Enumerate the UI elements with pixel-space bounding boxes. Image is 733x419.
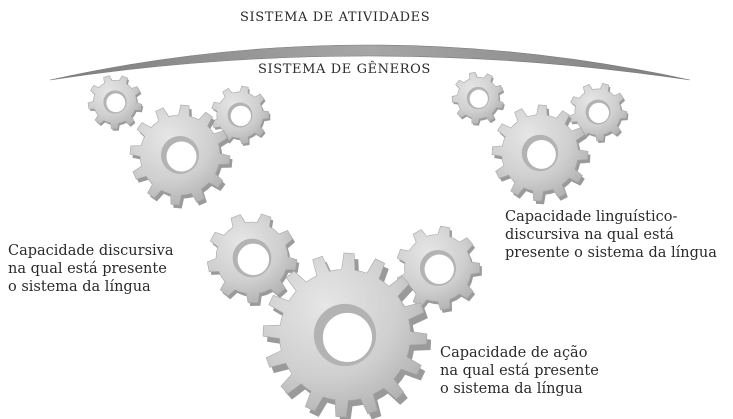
capacity-linguistic-line-3: presente o sistema da língua — [505, 245, 717, 261]
gear-top-left-small-b-hole — [230, 105, 252, 127]
gear-top-right-main — [491, 104, 591, 205]
capacity-action-line-3: o sistema da língua — [440, 381, 583, 397]
gear-top-left-small-a — [87, 75, 144, 131]
capacity-discursive-label: Capacidade discursiva na qual está prese… — [8, 242, 174, 296]
capacity-linguistic-line-2: discursiva na qual está — [505, 227, 674, 243]
gears-cluster-linguistic — [451, 71, 629, 205]
gears-cluster-discursive — [87, 75, 271, 209]
gear-top-right-small-a-hole — [469, 89, 488, 108]
gear-top-right-small-a — [451, 71, 505, 126]
genre-system-heading: SISTEMA DE GÊNEROS — [258, 62, 431, 77]
gear-top-left-small-b — [211, 85, 271, 146]
capacity-discursive-line-1: Capacidade discursiva — [8, 243, 174, 259]
activity-system-heading: SISTEMA DE ATIVIDADES — [240, 10, 431, 25]
capacity-action-line-2: na qual está presente — [440, 363, 599, 379]
gear-top-left-main-hole — [166, 141, 197, 172]
capacity-discursive-line-3: o sistema da língua — [8, 279, 151, 295]
gear-bottom-right-hole — [424, 254, 454, 284]
capacity-linguistic-label: Capacidade linguístico- discursiva na qu… — [505, 208, 717, 262]
gear-bottom-main — [262, 252, 432, 419]
capacity-action-line-1: Capacidade de ação — [440, 345, 588, 361]
activity-system-arc — [49, 44, 691, 81]
gears-cluster-action — [206, 213, 482, 419]
capacity-action-label: Capacidade de ação na qual está presente… — [440, 344, 599, 398]
gear-top-left-main — [129, 104, 233, 209]
capacity-linguistic-line-1: Capacidade linguístico- — [505, 209, 678, 225]
gear-top-right-small-b — [568, 83, 629, 143]
gear-top-right-small-b-hole — [588, 102, 610, 124]
gear-bottom-left-hole — [237, 243, 270, 276]
gear-bottom-left — [206, 213, 300, 306]
gear-bottom-right — [396, 225, 482, 313]
gear-top-right-main-hole — [527, 140, 556, 169]
gear-top-left-small-a-hole — [106, 93, 126, 113]
gear-bottom-main-hole — [322, 312, 373, 363]
capacity-discursive-line-2: na qual está presente — [8, 261, 167, 277]
